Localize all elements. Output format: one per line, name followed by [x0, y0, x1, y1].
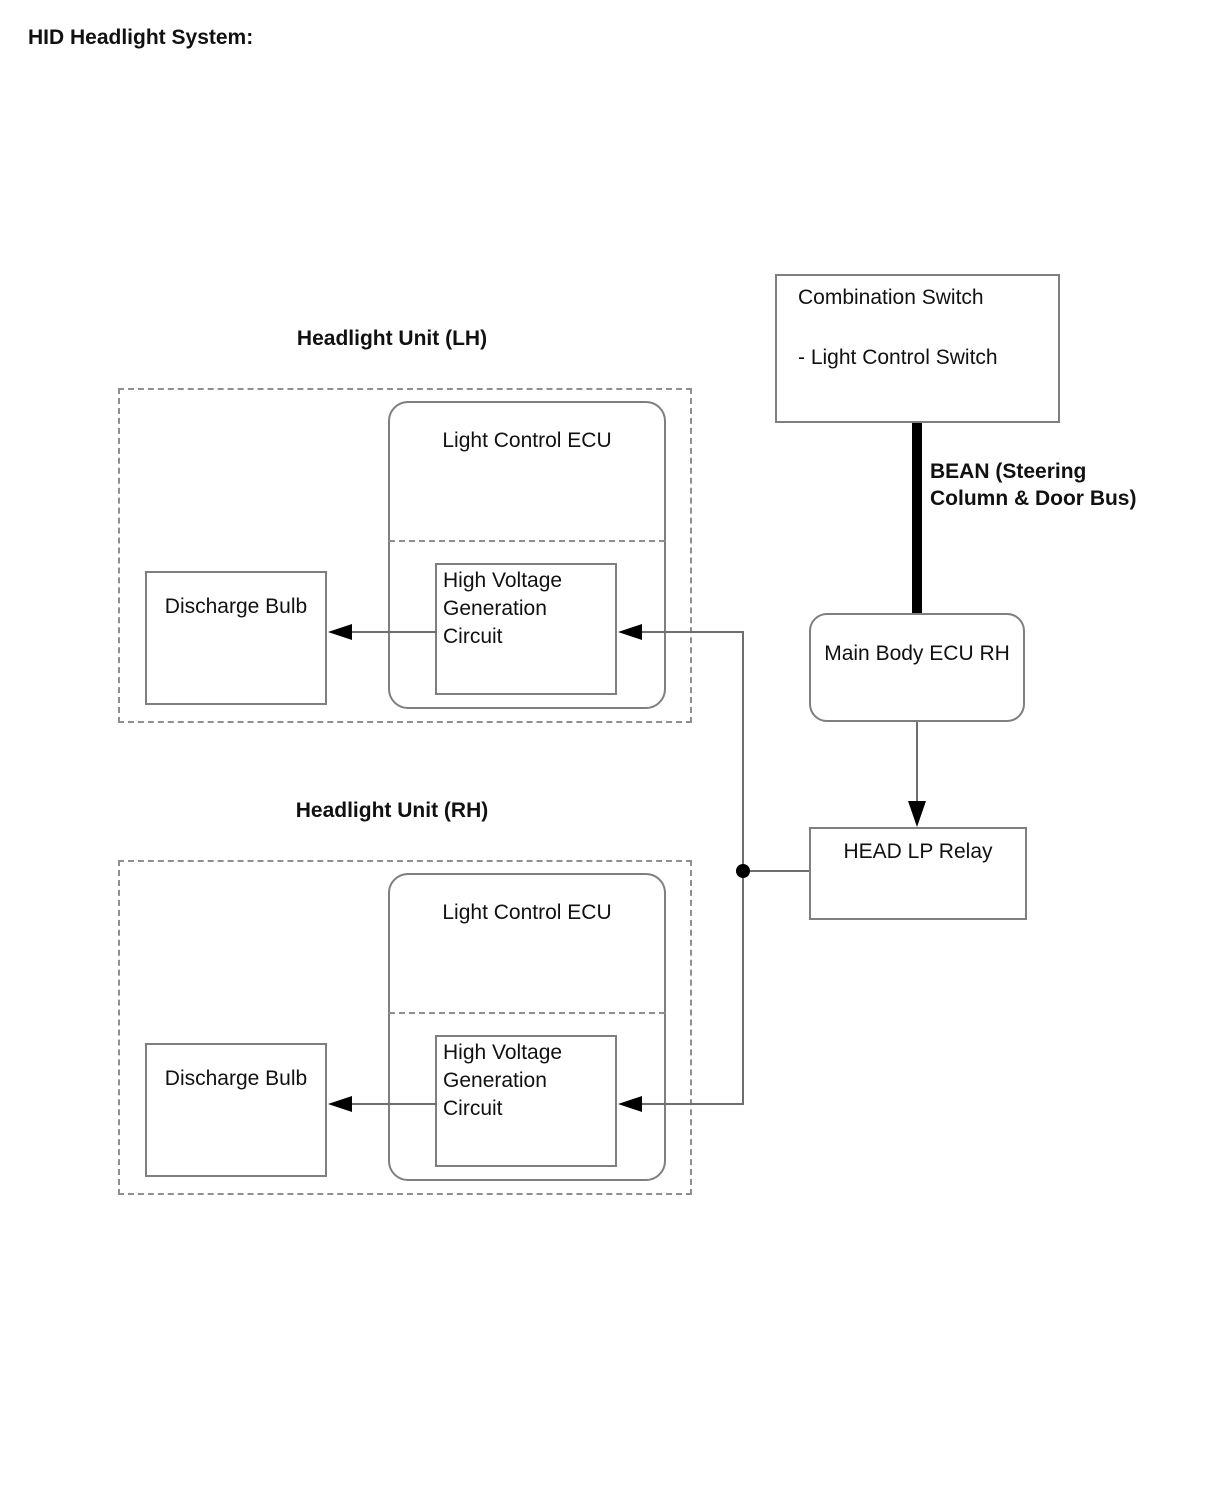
light-control-ecu-lh-label: Light Control ECU — [442, 429, 612, 452]
hvgc-lh-label-line3: Circuit — [443, 625, 503, 648]
page-title: HID Headlight System: — [28, 26, 254, 49]
high-voltage-generation-circuit-lh-box: High Voltage Generation Circuit — [435, 563, 617, 695]
hvgc-rh-label-line1: High Voltage — [443, 1041, 563, 1064]
high-voltage-generation-circuit-rh-box: High Voltage Generation Circuit — [435, 1035, 617, 1167]
hvgc-rh-label-line3: Circuit — [443, 1097, 503, 1120]
light-control-ecu-lh-divider — [389, 540, 665, 542]
connector-hvgc-to-bulb-rh — [344, 1103, 437, 1105]
headlight-unit-lh-title: Headlight Unit (LH) — [296, 327, 488, 350]
discharge-bulb-lh-box: Discharge Bulb — [145, 571, 327, 705]
headlight-unit-lh-boundary — [118, 388, 692, 723]
connector-junction-to-relay — [744, 870, 809, 872]
discharge-bulb-lh-label: Discharge Bulb — [164, 595, 308, 618]
combination-switch-label: Combination Switch — [798, 286, 984, 309]
headlight-unit-rh-title: Headlight Unit (RH) — [295, 799, 489, 822]
main-body-ecu-box: Main Body ECU RH — [809, 613, 1025, 722]
headlight-unit-rh-boundary — [118, 860, 692, 1195]
arrowhead-into-hvgc-rh — [618, 1096, 642, 1112]
connector-ecu-to-relay — [916, 722, 918, 804]
bean-bus-label-line1: BEAN (Steering — [930, 460, 1087, 483]
main-body-ecu-label: Main Body ECU RH — [824, 642, 1010, 665]
discharge-bulb-rh-box: Discharge Bulb — [145, 1043, 327, 1177]
combination-switch-box: Combination Switch - Light Control Switc… — [775, 274, 1060, 423]
light-control-switch-label: - Light Control Switch — [798, 346, 998, 369]
hvgc-lh-label-line1: High Voltage — [443, 569, 563, 592]
arrowhead-into-hvgc-lh — [618, 624, 642, 640]
connector-relay-to-hvgc-lh — [636, 631, 744, 633]
arrowhead-into-relay — [908, 801, 926, 827]
connector-relay-to-hvgc-rh — [636, 1103, 744, 1105]
connector-hvgc-to-bulb-lh — [344, 631, 437, 633]
discharge-bulb-rh-label: Discharge Bulb — [164, 1067, 308, 1090]
head-lp-relay-label: HEAD LP Relay — [843, 840, 993, 863]
light-control-ecu-rh-divider — [389, 1012, 665, 1014]
light-control-ecu-rh-box: Light Control ECU — [388, 873, 666, 1181]
junction-dot — [736, 864, 750, 878]
bean-bus-label: BEAN (Steering Column & Door Bus) — [930, 458, 1136, 512]
bean-bus-line — [912, 423, 922, 614]
hvgc-lh-label-line2: Generation — [443, 597, 547, 620]
bean-bus-label-line2: Column & Door Bus) — [930, 487, 1137, 510]
hvgc-rh-label-line2: Generation — [443, 1069, 547, 1092]
arrowhead-into-bulb-rh — [328, 1096, 352, 1112]
light-control-ecu-rh-label: Light Control ECU — [442, 901, 612, 924]
head-lp-relay-box: HEAD LP Relay — [809, 827, 1027, 920]
arrowhead-into-bulb-lh — [328, 624, 352, 640]
